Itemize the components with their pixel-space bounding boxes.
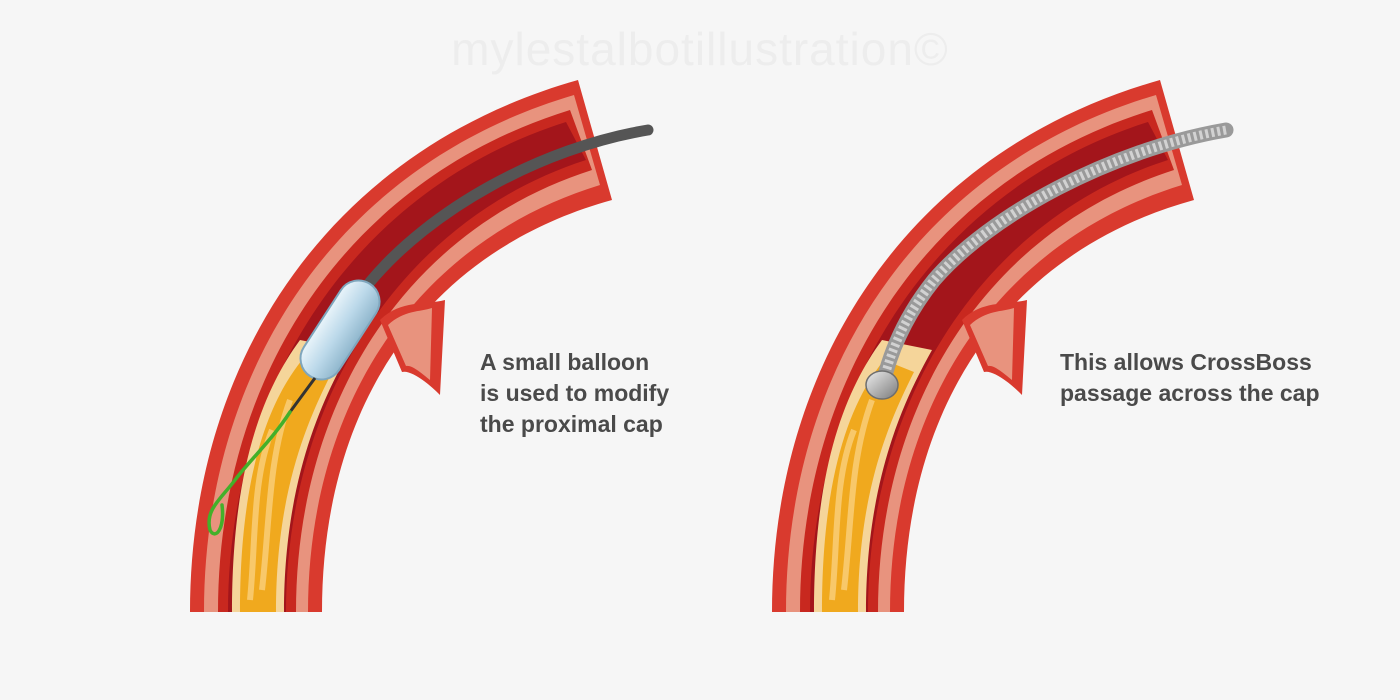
- caption-balloon: A small balloon is used to modify the pr…: [480, 347, 669, 440]
- catheter-shaft: [364, 124, 654, 288]
- watermark: mylestalbotillustration©: [451, 23, 949, 75]
- caption-line: A small balloon: [480, 349, 650, 375]
- guidewire: [207, 410, 292, 536]
- balloon-panel: [190, 80, 654, 612]
- caption-line: is used to modify: [480, 380, 670, 406]
- caption-crossboss: This allows CrossBoss passage across the…: [1060, 347, 1320, 409]
- crossboss-tip: [865, 370, 899, 400]
- caption-line: This allows CrossBoss: [1060, 349, 1312, 375]
- caption-line: the proximal cap: [480, 411, 663, 437]
- balloon: [299, 279, 381, 381]
- caption-line: passage across the cap: [1060, 380, 1320, 406]
- crossboss-panel: [772, 80, 1234, 612]
